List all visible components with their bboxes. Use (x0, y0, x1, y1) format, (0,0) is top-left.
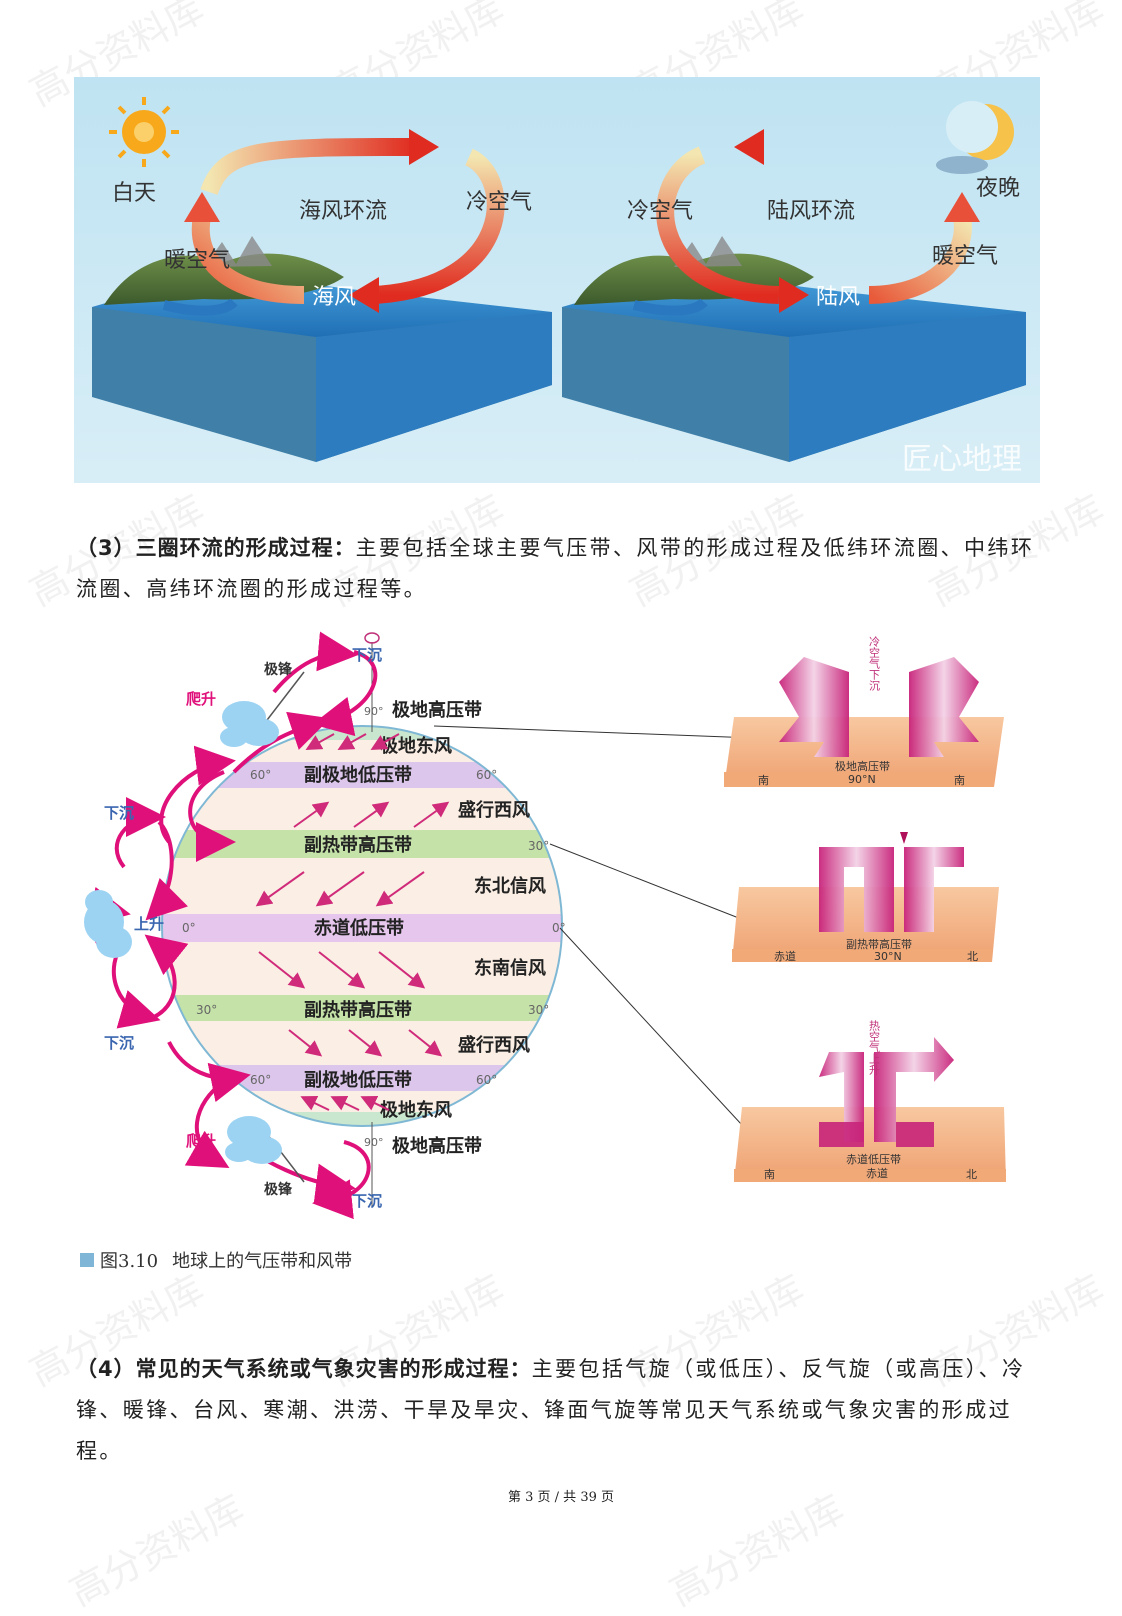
detail-top-sub: 90°N (848, 773, 876, 786)
polar-high-label-s: 极地高压带 (392, 1135, 482, 1157)
sea-breeze-label: 海风 (312, 285, 356, 310)
polar-easterly-label-n: 极地东风 (380, 735, 452, 757)
equatorial-low-label: 赤道低压带 (314, 917, 404, 939)
detail-mid-right: 北 (967, 950, 978, 963)
pressure-wind-belts-figure: 极地高压带 90° 极地东风 副极地低压带 盛行西风 副热带高压带 东北信风 赤… (84, 631, 1006, 1220)
sink-label-bottom: 下沉 (352, 1192, 382, 1210)
lat-0-left: 0° (182, 921, 196, 935)
warm-air-label-right: 暖空气 (932, 244, 998, 269)
lat-30-right-n: 30° (528, 839, 549, 853)
warm-air-label: 暖空气 (164, 248, 230, 273)
ne-trade-label: 东北信风 (474, 875, 546, 897)
hot-air-rise-label: 热空气上升 (868, 1020, 881, 1076)
detail-top-left: 南 (758, 774, 769, 787)
paragraph-4-body: 主要包括气旋（或低压）、反气旋（或高压）、冷锋、暖锋、台风、寒潮、洪涝、干旱及旱… (76, 1357, 1026, 1463)
right-panel: 夜晚 陆风环流 冷空气 暖空气 陆风 匠心地理 (562, 101, 1026, 477)
detail-equatorial-low: 热空气上升 赤道低压带 赤道 南 北 (734, 1020, 1006, 1182)
subtropical-high-label-n: 副热带高压带 (304, 834, 412, 856)
sun-icon (109, 97, 179, 167)
detail-mid-label: 副热带高压带 (846, 937, 912, 951)
paragraph-4: （4）常见的天气系统或气象灾害的形成过程：主要包括气旋（或低压）、反气旋（或高压… (76, 1349, 1051, 1472)
polar-front-label-bottom: 极锋 (264, 1181, 293, 1198)
night-label: 夜晚 (976, 176, 1020, 201)
polar-high-label-n: 极地高压带 (392, 699, 482, 721)
detail-bot-left: 南 (764, 1168, 775, 1181)
detail-top-label: 极地高压带 (835, 759, 890, 773)
westerly-label-s: 盛行西风 (458, 1034, 530, 1056)
polar-easterly-label-s: 极地东风 (380, 1099, 452, 1121)
sink-label-upper: 下沉 (104, 804, 134, 822)
subtropical-high-label-s: 副热带高压带 (304, 999, 412, 1021)
detail-mid-sub: 30°N (874, 950, 902, 963)
se-trade-label: 东南信风 (474, 957, 546, 979)
figure-caption: 图3.10 地球上的气压带和风带 (80, 1247, 352, 1273)
page-footer: 第 3 页 / 共 39 页 (508, 1490, 614, 1505)
lat-90-label-s: 90° (364, 1136, 384, 1149)
westerly-label-n: 盛行西风 (458, 799, 530, 821)
cold-air-sink-label: 冷空气下沉 (868, 636, 881, 692)
cold-air-label: 冷空气 (466, 190, 532, 215)
cloud-icons (84, 701, 282, 1164)
brand-watermark: 匠心地理 (902, 442, 1022, 477)
paragraph-4-heading: （4）常见的天气系统或气象灾害的形成过程： (76, 1357, 532, 1381)
lat-60-left-s: 60° (250, 1073, 271, 1087)
lat-30-left-s: 30° (196, 1003, 217, 1017)
land-breeze-circulation-label: 陆风环流 (767, 199, 855, 224)
paragraph-3: （3）三圈环流的形成过程：主要包括全球主要气压带、风带的形成过程及低纬环流圈、中… (76, 528, 1051, 610)
climb-label-top: 爬升 (185, 690, 216, 708)
lat-60-right-n: 60° (476, 768, 497, 782)
subpolar-low-label-n: 副极地低压带 (304, 764, 412, 786)
detail-bot-sub: 赤道 (866, 1166, 888, 1180)
lat-60-left-n: 60° (250, 768, 271, 782)
paragraph-3-body: 主要包括全球主要气压带、风带的形成过程及低纬环流圈、中纬环流圈、高纬环流圈的形成… (76, 536, 1035, 601)
rise-label: 上升 (134, 915, 164, 933)
left-panel: 白天 海风环流 冷空气 暖空气 海风 (92, 97, 552, 462)
caption-number: 图3.10 (100, 1251, 159, 1272)
paragraph-3-heading: （3）三圈环流的形成过程： (76, 536, 356, 560)
lat-90-label-n: 90° (364, 705, 384, 718)
detail-bot-right: 北 (966, 1168, 977, 1181)
subpolar-low-label-s: 副极地低压带 (304, 1069, 412, 1091)
detail-bot-label: 赤道低压带 (846, 1152, 901, 1166)
cold-air-label-right: 冷空气 (627, 199, 693, 224)
day-label: 白天 (112, 181, 156, 206)
detail-polar-high: 冷空气下沉 极地高压带 90°N 南 南 (724, 636, 1004, 787)
sea-breeze-circulation-label: 海风环流 (299, 199, 387, 224)
wind-arrows (255, 733, 450, 1111)
detail-subtropical-high: 副热带高压带 30°N 赤道 北 (732, 832, 999, 963)
moon-icon (936, 101, 1014, 174)
detail-top-right: 南 (954, 774, 965, 787)
sink-label-top: 下沉 (352, 646, 382, 664)
sea-land-breeze-figure: 白天 海风环流 冷空气 暖空气 海风 夜晚 陆风环流 冷空气 暖空气 陆风 匠心… (74, 77, 1040, 483)
sink-label-lower: 下沉 (104, 1034, 134, 1052)
lat-0-right: 0° (552, 921, 566, 935)
polar-front-label-top: 极锋 (264, 661, 293, 678)
detail-mid-left: 赤道 (774, 949, 796, 963)
lat-60-right-s: 60° (476, 1073, 497, 1087)
lat-30-right-s: 30° (528, 1003, 549, 1017)
caption-square-icon (80, 1253, 94, 1267)
caption-text: 地球上的气压带和风带 (172, 1251, 353, 1272)
climb-label-bottom: 爬升 (185, 1132, 216, 1150)
land-breeze-label: 陆风 (816, 285, 860, 310)
